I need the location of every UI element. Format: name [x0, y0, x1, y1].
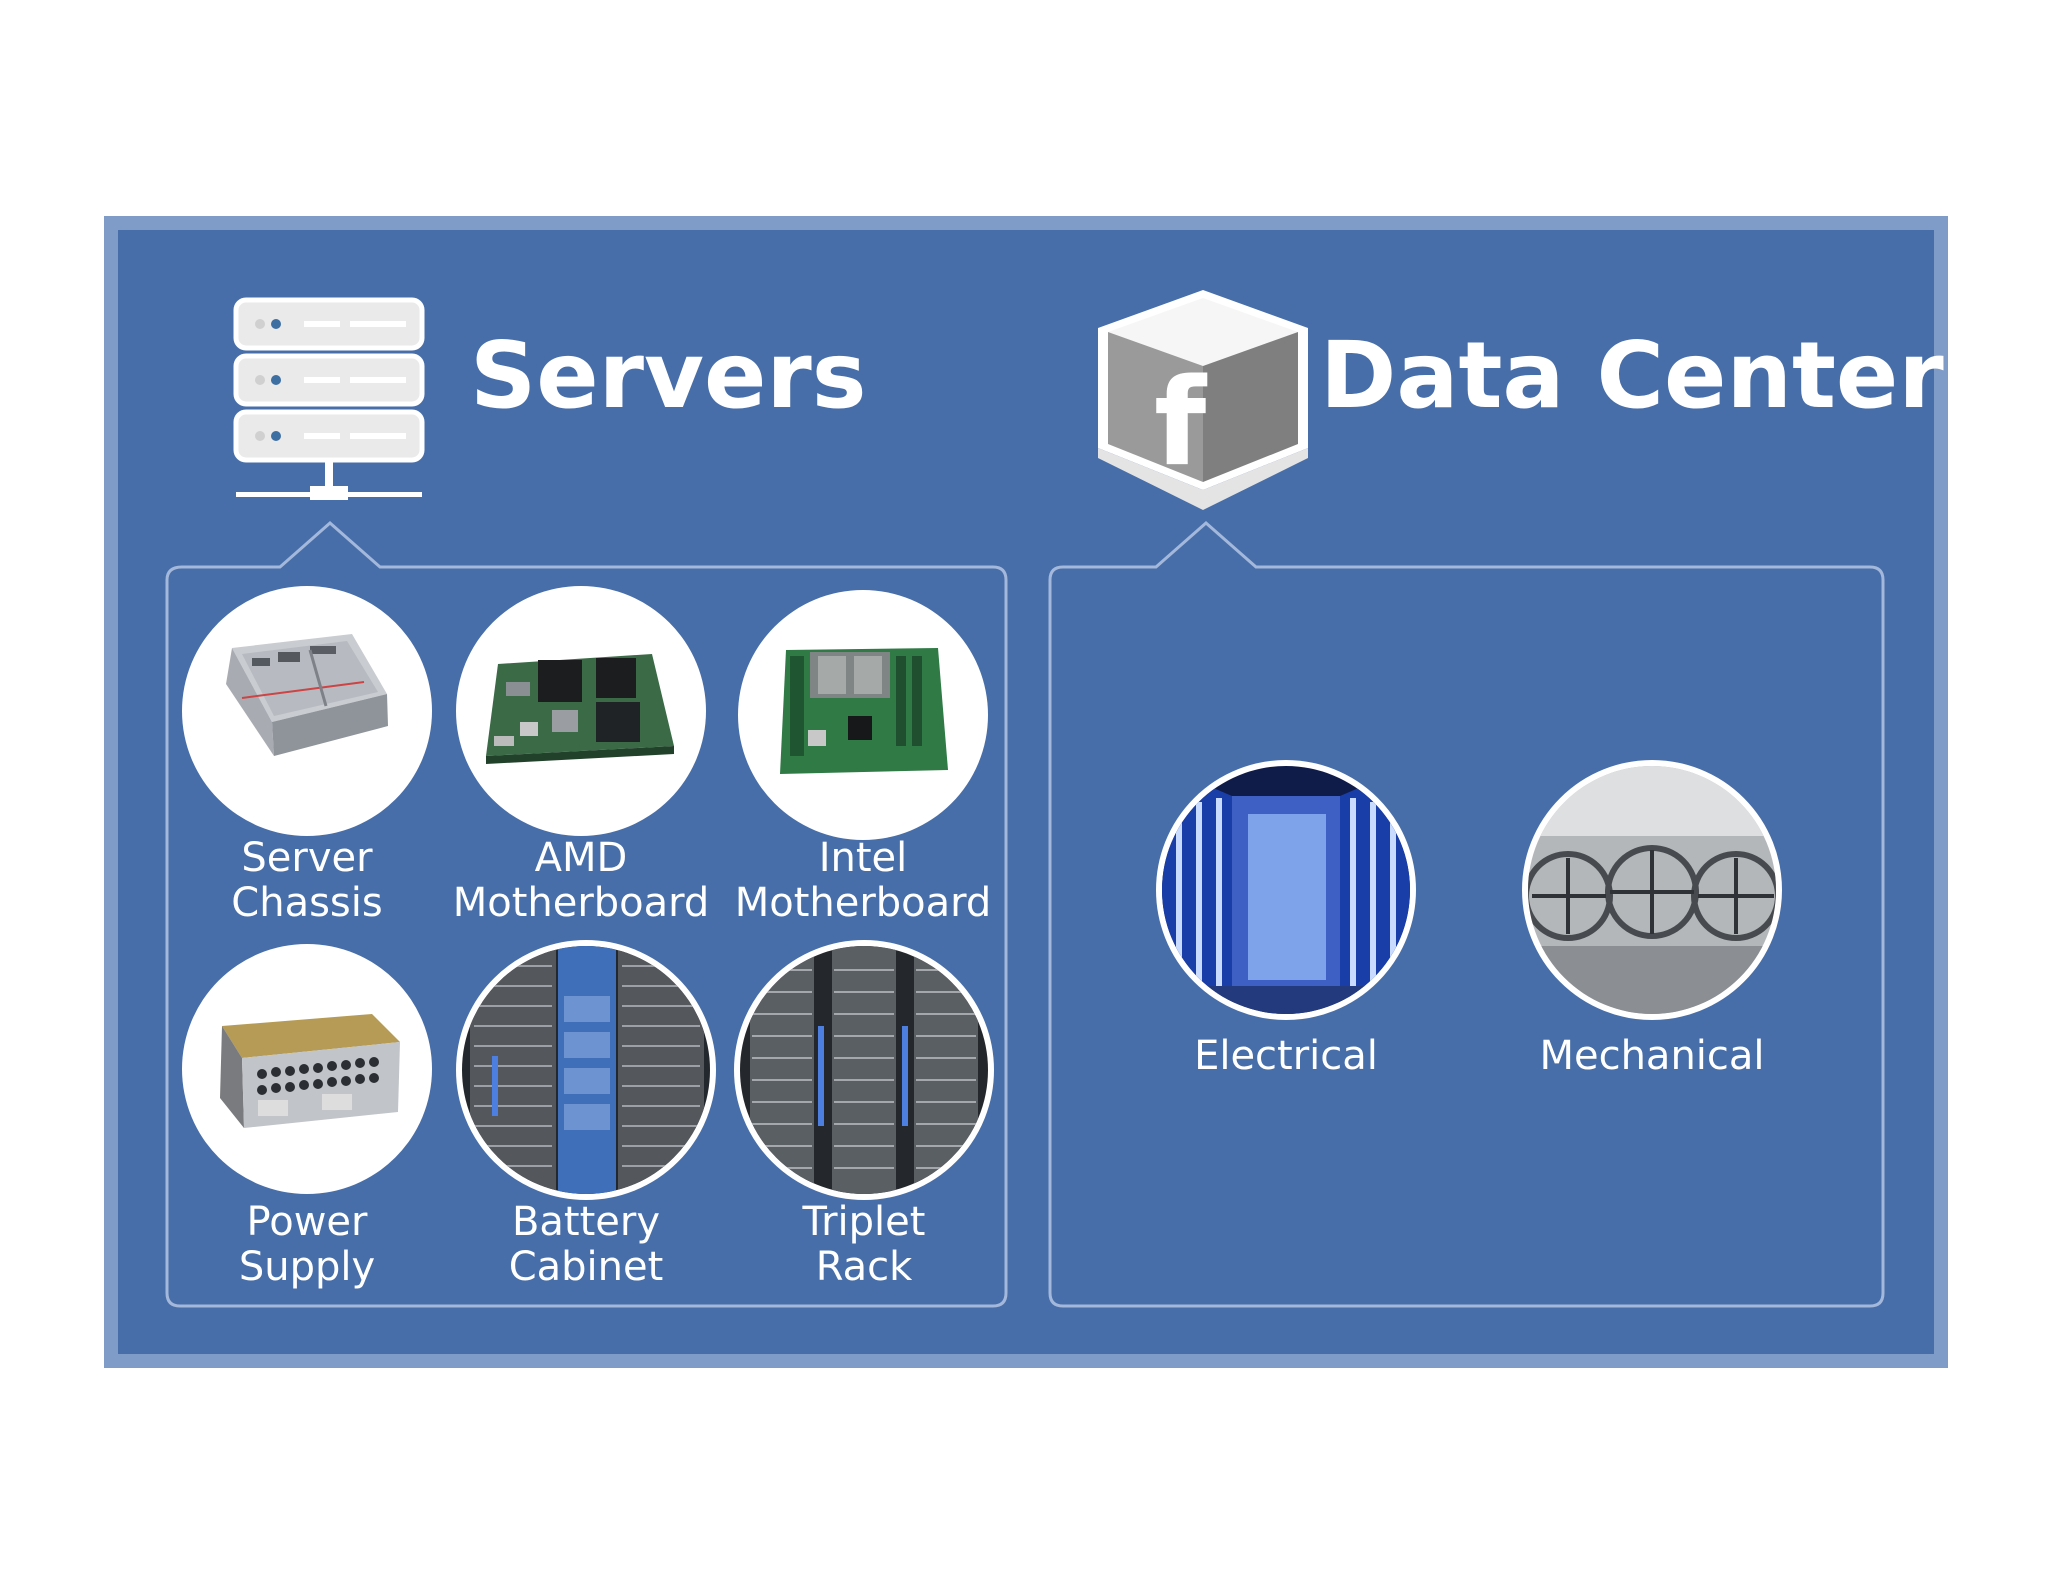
electrical-label: Electrical: [1194, 1033, 1378, 1079]
datacenter-frame: [1048, 521, 1885, 1308]
electrical-image: [1156, 760, 1416, 1020]
intel-motherboard-image: [738, 590, 988, 840]
servers-frame: [165, 521, 1008, 1308]
mechanical-image: [1522, 760, 1782, 1020]
mechanical-label: Mechanical: [1539, 1033, 1765, 1079]
server-stack-icon: [233, 297, 425, 500]
datacenter-cube-icon: f: [1098, 290, 1308, 510]
power-supply-image: [182, 944, 432, 1194]
amd-motherboard-image: [456, 586, 706, 836]
datacenter-title: Data Center: [1320, 322, 1944, 429]
server-chassis-image: [182, 586, 432, 836]
facebook-logo-letter: f: [1154, 354, 1208, 493]
battery-cabinet-image: [456, 940, 716, 1200]
servers-title: Servers: [470, 322, 867, 429]
triplet-rack-image: [734, 940, 994, 1200]
